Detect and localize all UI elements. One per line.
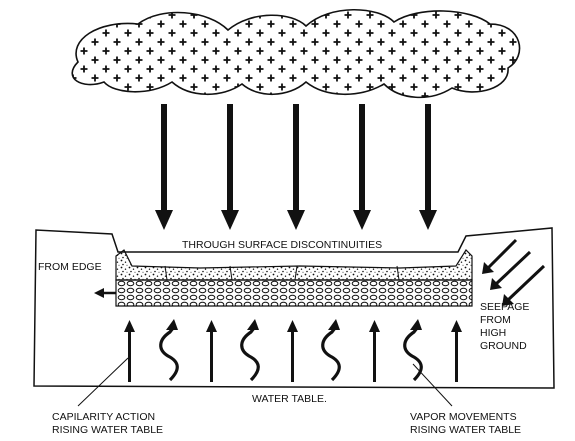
seepage-label: SEEPAGE FROM HIGH GROUND xyxy=(480,301,532,352)
gravel-layer xyxy=(115,279,473,307)
vapor-arrow xyxy=(321,319,341,382)
vapor-arrows xyxy=(159,319,423,382)
capillary-leader xyxy=(77,357,129,407)
surface-discontinuities xyxy=(164,265,400,281)
from-edge-label: FROM EDGE xyxy=(38,261,102,273)
surface-discontinuities-label: THROUGH SURFACE DISCONTINUITIES xyxy=(182,239,382,251)
leader-lines xyxy=(77,357,453,407)
rain-arrow xyxy=(419,104,437,230)
rain-cloud xyxy=(71,8,521,99)
capillary-arrow xyxy=(451,320,462,382)
rain-arrow xyxy=(287,104,305,230)
rain-arrows xyxy=(155,104,437,230)
edge-arrow xyxy=(94,288,116,298)
vapor-arrow xyxy=(159,319,179,382)
vapor-leader xyxy=(412,363,453,407)
capillary-arrows xyxy=(124,320,462,382)
rain-arrow xyxy=(353,104,371,230)
rain-arrow xyxy=(155,104,173,230)
seepage-arrows xyxy=(482,238,546,306)
vapor-movements-label: VAPOR MOVEMENTS RISING WATER TABLE xyxy=(410,411,521,436)
rain-arrow xyxy=(221,104,239,230)
capillary-arrow xyxy=(124,320,135,382)
capillary-action-label: CAPILARITY ACTION RISING WATER TABLE xyxy=(52,411,163,436)
capillary-arrow xyxy=(206,320,217,382)
water-table-label: WATER TABLE. xyxy=(252,393,327,405)
capillary-arrow xyxy=(287,320,298,382)
slab-surface-layer xyxy=(115,249,473,281)
capillary-arrow xyxy=(369,320,380,382)
vapor-arrow xyxy=(240,319,260,382)
